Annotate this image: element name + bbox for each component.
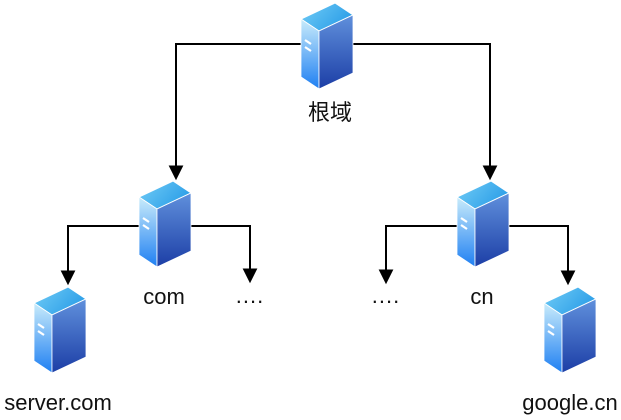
node-com [136,181,194,271]
edge-root-com [168,43,310,181]
server-icon [137,181,193,269]
server-icon [32,287,88,375]
node-label-server-com: server.com [4,390,112,415]
node-label-cn: cn [470,284,494,309]
edge-com-ellipsis [185,225,258,284]
server-icon [542,287,598,375]
node-cn [454,181,512,271]
node-label-ellipsis-right: .... [371,283,401,308]
node-google-cn [541,287,599,377]
edge-cn-googlecn [503,225,576,286]
node-root [298,3,356,93]
node-label-root: 根域 [307,100,352,125]
edge-com-servercom [60,225,145,286]
node-label-google-cn: google.cn [522,390,618,415]
edge-root-cn [350,43,498,181]
server-icon [299,3,355,91]
edge-cn-ellipsis [378,225,463,285]
node-label-com: com [143,284,185,309]
server-icon [455,181,511,269]
node-label-ellipsis-left: .... [235,283,265,308]
node-server-com [31,287,89,377]
